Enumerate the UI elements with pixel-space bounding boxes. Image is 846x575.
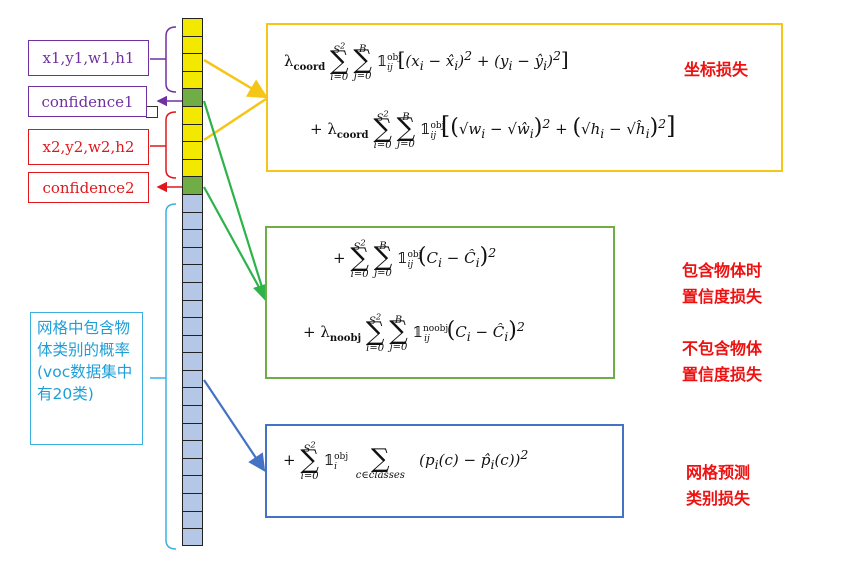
coord-loss-box: λcoord S2∑i=0 B∑j=0 𝟙objij [(xi − x̂i)2 … [266,23,783,172]
grid-cell [182,457,203,476]
arrow-coord1 [203,58,269,99]
coord-loss-term-2: + λcoord S2∑i=0 B∑j=0 𝟙objij [(√wi − √ŵi… [310,109,676,152]
box2-coords-label: x2,y2,w2,h2 [28,129,149,165]
grid-cell [182,369,203,388]
class-probability-label: 网格中包含物体类别的概率(voc数据集中有20类) [30,312,143,445]
bracket-classes [165,203,177,550]
obj-conf-caption-line1: 包含物体时 [682,261,763,280]
box1-coords-label: x1,y1,w1,h1 [28,40,149,76]
grid-cell [182,229,203,247]
grid-cell [182,281,203,300]
class-loss-term: + S2∑i=0 𝟙obji ∑c∈classes (pi(c) − p̂i(c… [283,440,529,483]
class-loss-box: + S2∑i=0 𝟙obji ∑c∈classes (pi(c) − p̂i(c… [265,424,624,518]
grid-cell [182,334,203,353]
confidence-loss-box: + S2∑i=0 B∑j=0 𝟙objij (Ci − Ĉi)2 + λnoob… [265,226,615,379]
coord-loss-caption: 坐标损失 [684,60,749,79]
grid-cell [182,246,203,265]
class-loss-caption-line2: 类别损失 [686,489,751,508]
grid-cell [182,141,203,159]
selection-handle [146,106,158,118]
grid-cell [182,422,203,441]
grid-cell [182,493,203,511]
grid-cell [182,123,203,142]
conf-noobj-term: + λnoobj S2∑i=0 B∑j=0 𝟙noobjij (Ci − Ĉi)… [303,312,525,355]
grid-cell [182,440,203,458]
grid-cell [182,176,203,194]
conf-obj-term: + S2∑i=0 B∑j=0 𝟙objij (Ci − Ĉi)2 [333,238,497,281]
arrow-conf-green1 [202,100,270,303]
grid-cell-column [182,18,203,546]
grid-cell [182,70,203,89]
grid-cell [182,317,203,335]
grid-cell [182,35,203,54]
arrow-conf-green2 [203,186,267,301]
grid-cell [182,405,203,423]
grid-cell [182,105,203,124]
grid-cell [182,528,203,546]
class-loss-caption-line1: 网格预测 [686,463,751,482]
box1-confidence-label: confidence1 [28,86,147,117]
grid-cell [182,211,203,230]
grid-cell [182,299,203,318]
grid-cell [182,158,203,177]
noobj-conf-caption-line1: 不包含物体 [682,339,763,358]
obj-conf-caption-line2: 置信度损失 [682,287,763,306]
grid-cell [182,510,203,529]
grid-cell [182,387,203,406]
grid-cell [182,193,203,212]
box2-confidence-label: confidence2 [28,172,149,203]
noobj-conf-caption-line2: 置信度损失 [682,365,763,384]
coord-loss-term-1: λcoord S2∑i=0 B∑j=0 𝟙objij [(xi − x̂i)2 … [284,41,569,84]
bracket-box1 [165,26,177,93]
grid-cell [182,352,203,370]
grid-cell [182,88,203,106]
grid-cell [182,53,203,71]
arrow-class [203,379,266,472]
bracket-box2 [165,111,177,179]
grid-cell [182,264,203,282]
grid-cell [182,475,203,494]
grid-cell [182,18,203,36]
